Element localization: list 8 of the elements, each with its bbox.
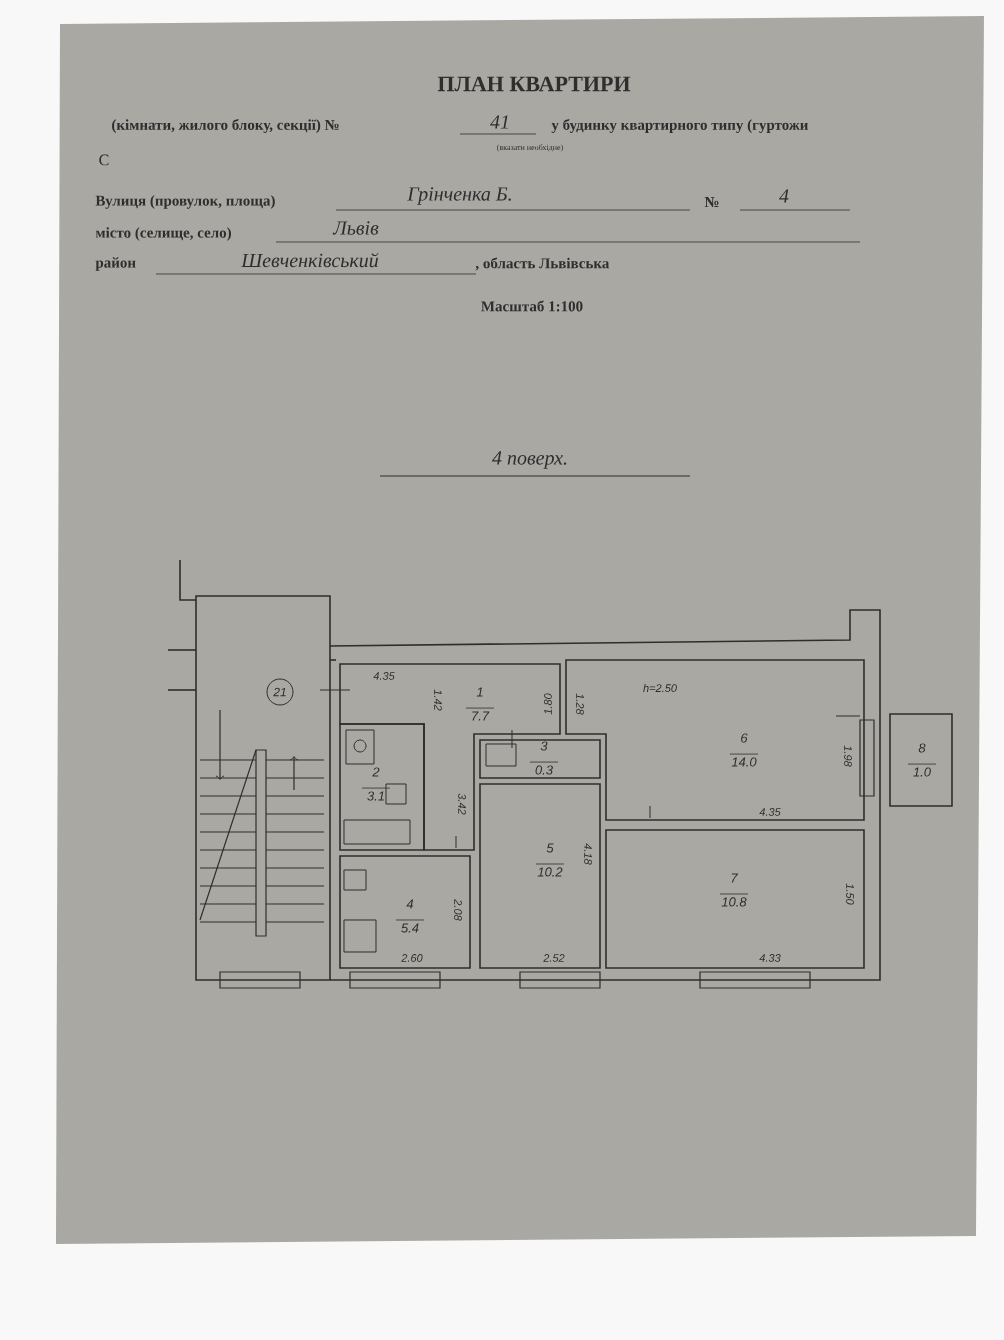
handwritten-entry: Львів (332, 221, 379, 235)
handwritten-entry: 41 (490, 115, 508, 129)
floor-heading: 4 поверх. (492, 451, 567, 469)
handwritten-entry: Шевченківський (241, 252, 379, 268)
title: ПЛАН КВАРТИРИ (437, 76, 631, 92)
handwritten-entry: Грінченка Б. (407, 187, 511, 205)
handwritten-entry: 4 (779, 189, 789, 203)
mark-letter: С (99, 154, 109, 166)
